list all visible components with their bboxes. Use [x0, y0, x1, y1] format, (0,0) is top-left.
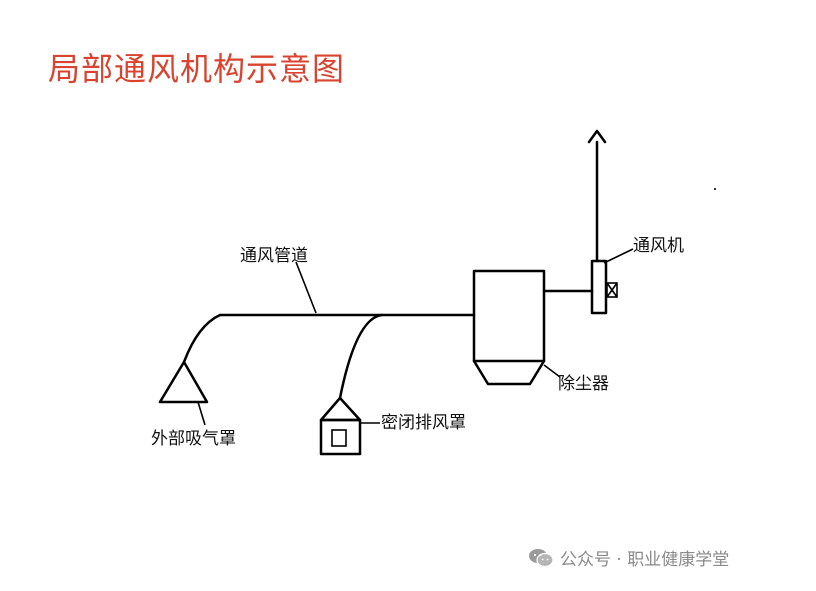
closed-hood-body	[319, 418, 362, 456]
closed-hood-label: 密闭排风罩	[381, 413, 466, 433]
closed-hood-inner	[331, 429, 347, 447]
duct-leader	[295, 261, 317, 314]
wechat-icon	[529, 548, 554, 567]
external-hood	[158, 360, 209, 404]
fan-body	[590, 259, 608, 315]
external-hood-label: 外部吸气罩	[151, 429, 236, 449]
fan-leader	[603, 248, 634, 264]
branch-duct-closed	[338, 313, 384, 400]
stray-dot	[714, 188, 716, 190]
dust-collector-label: 除尘器	[558, 374, 609, 394]
fan-impeller-icon	[606, 282, 618, 298]
watermark-text: 公众号 · 职业健康学堂	[560, 550, 730, 570]
closed-hood-top	[319, 396, 362, 422]
branch-duct-external	[182, 313, 222, 364]
external-hood-leader	[197, 401, 206, 426]
diagram-title: 局部通风机构示意图	[48, 50, 346, 88]
duct-label: 通风管道	[240, 246, 308, 266]
dust-collector-body	[472, 269, 546, 363]
watermark: 公众号 · 职业健康学堂	[528, 545, 729, 570]
dust-collector-hopper	[472, 359, 546, 386]
fan-label: 通风机	[633, 236, 684, 256]
exhaust-arrow-icon	[587, 129, 607, 144]
dust-collector-leader	[543, 364, 561, 378]
